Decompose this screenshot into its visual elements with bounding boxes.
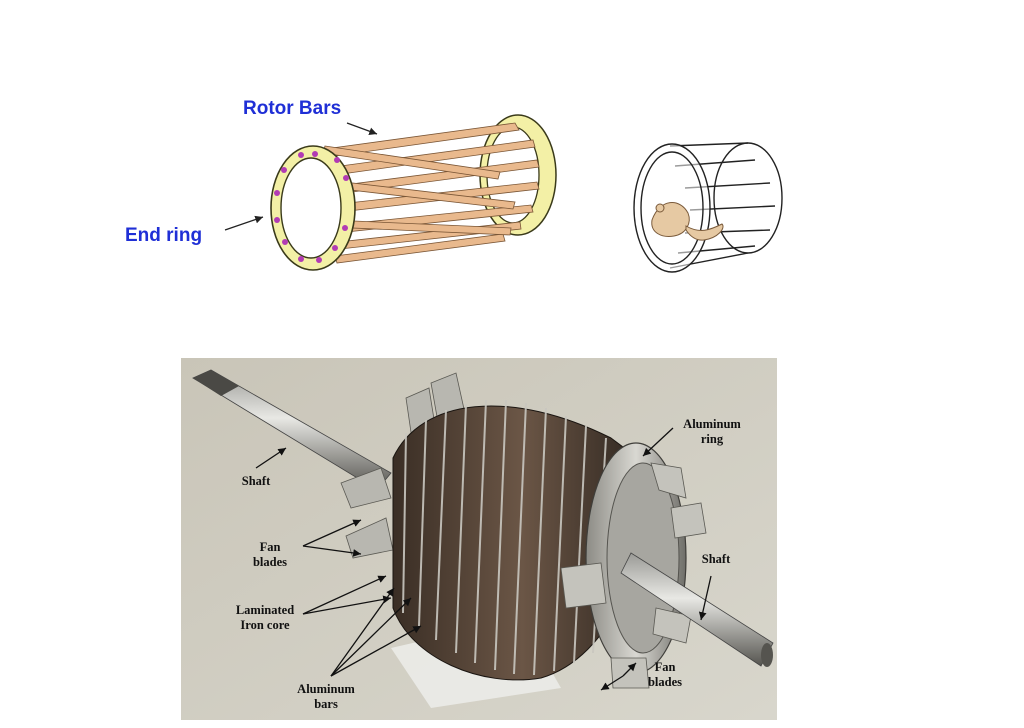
aluminum-ring-label-line2: ring	[700, 432, 724, 446]
fan-left-arrow-1	[302, 519, 362, 547]
rotor-bars	[302, 122, 540, 264]
wheel-back-rim	[713, 142, 783, 254]
fan-blades-left-label-line1: Fan	[259, 540, 281, 554]
laminated-arrow-1	[302, 575, 387, 615]
fan-blades-right-label: Fan blades	[640, 660, 690, 690]
rotor-bars-arrow	[346, 122, 378, 135]
aluminum-bars-label-line1: Aluminum	[297, 682, 355, 696]
shaft-right-label: Shaft	[701, 552, 731, 566]
laminated-iron-core-label: Laminated Iron core	[222, 603, 308, 633]
left-shaft	[192, 369, 392, 491]
shaft-left-label: Shaft	[241, 474, 271, 488]
fan-left-arrow-2	[302, 545, 362, 557]
squirrel-cage-diagram	[224, 114, 557, 271]
aluminum-ring-label: Aluminum ring	[672, 417, 752, 447]
aluminum-bars-arrow-2	[330, 597, 412, 677]
aluminum-bars-arrow-1	[330, 587, 395, 677]
shaft-left-arrow	[255, 447, 287, 469]
fan-blades-right-label-line1: Fan	[654, 660, 676, 674]
laminated-label-line2: Iron core	[240, 618, 290, 632]
fan-right-arrow-1	[600, 675, 624, 691]
laminated-arrow-2	[302, 595, 392, 615]
hamster-icon	[651, 202, 724, 241]
rotor-bars-label: Rotor Bars	[243, 98, 342, 119]
end-ring-label: End ring	[125, 225, 203, 246]
near-end-ring	[270, 145, 356, 271]
shaft-right-arrow	[698, 575, 712, 621]
fan-right-arrow-2	[622, 662, 637, 677]
fan-blades-left-label-line2: blades	[252, 555, 288, 569]
laminated-label-line1: Laminated	[235, 603, 295, 617]
right-shaft	[620, 552, 774, 667]
aluminum-ring-label-line1: Aluminum	[683, 417, 741, 431]
aluminum-bars-arrow-3	[330, 625, 422, 677]
end-ring-arrow	[224, 215, 264, 231]
aluminum-ring-arrow	[642, 427, 674, 457]
hamster-wheel-illustration	[633, 142, 783, 273]
rotor-photograph	[181, 358, 777, 720]
right-fan-blades	[560, 462, 707, 689]
aluminum-bars-label-line2: bars	[314, 697, 338, 711]
fan-blades-left-label: Fan blades	[245, 540, 295, 570]
aluminum-bars-label: Aluminum bars	[286, 682, 366, 712]
fan-blades-right-label-line2: blades	[647, 675, 683, 689]
